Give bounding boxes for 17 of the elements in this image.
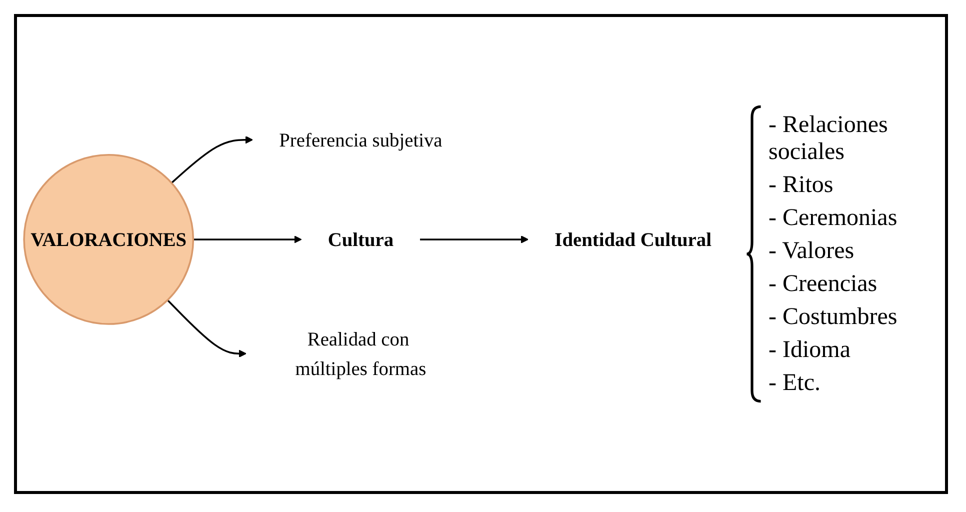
arrow bbox=[170, 136, 254, 184]
arrow bbox=[166, 299, 246, 358]
list-item: - Creencias bbox=[768, 270, 878, 298]
list-item: - Idioma bbox=[768, 336, 852, 364]
node-text: Preferencia subjetiva bbox=[279, 128, 442, 151]
node-circle: VALORACIONES bbox=[23, 154, 194, 325]
list-item: - Ceremonias bbox=[768, 204, 898, 232]
list-item: - Ritos bbox=[768, 172, 834, 198]
list-item: - Valores bbox=[768, 238, 856, 264]
list-item: - Relaciones sociales bbox=[768, 112, 889, 166]
node-text: Cultura bbox=[328, 228, 394, 250]
list-item: - Costumbres bbox=[768, 304, 898, 330]
node-text: Identidad Cultural bbox=[554, 228, 712, 250]
list-item: - Etc. bbox=[768, 370, 822, 396]
arrow bbox=[420, 236, 529, 244]
node-text: Realidad con múltiples formas bbox=[295, 328, 426, 380]
arrow bbox=[193, 236, 302, 244]
